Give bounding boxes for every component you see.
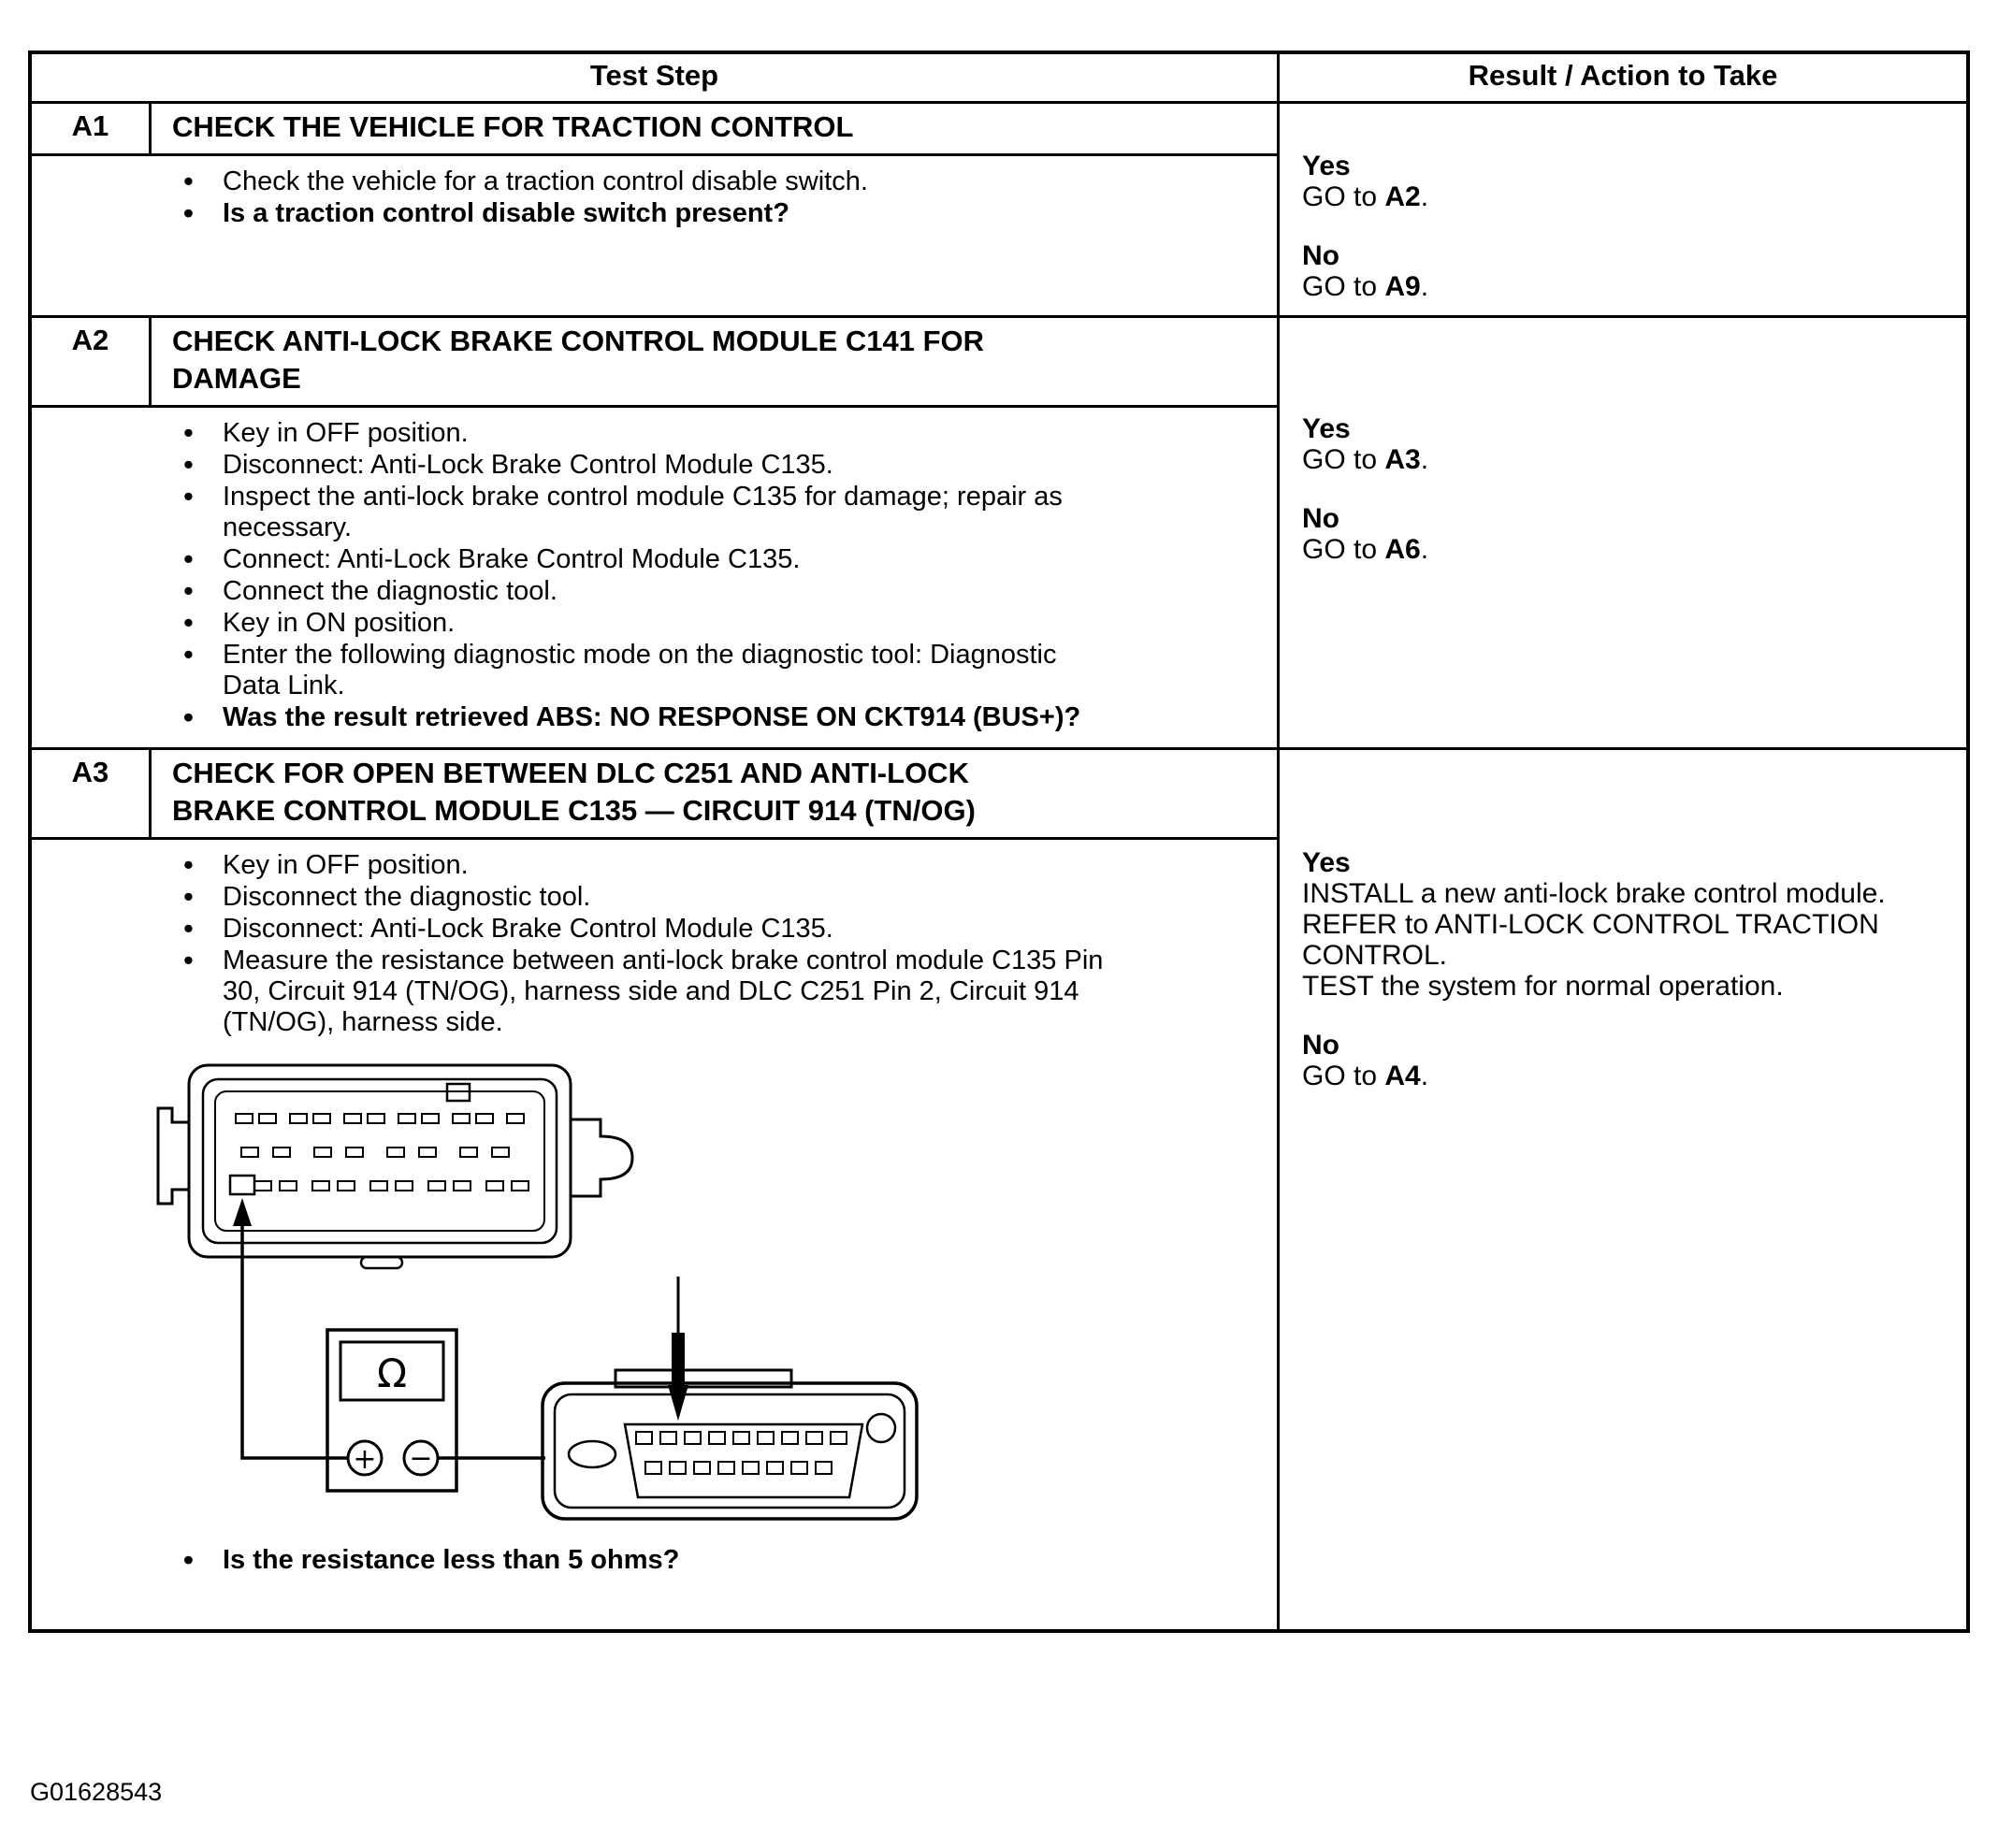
result-block: No GO to A4.	[1302, 1030, 1951, 1091]
instruction-item: Key in OFF position.	[180, 417, 1106, 449]
dlc-top-tab	[614, 1368, 793, 1389]
result-answer: Yes	[1302, 413, 1351, 444]
connector-mount-bracket	[156, 1106, 189, 1206]
instruction-item: Is the resistance less than 5 ohms?	[180, 1544, 1106, 1576]
ohm-symbol: Ω	[377, 1350, 407, 1396]
dlc-pins	[635, 1431, 847, 1475]
result-cell: Yes INSTALL a new anti-lock brake contro…	[1280, 750, 1966, 1629]
result-action: GO to A2.	[1302, 181, 1429, 212]
column-header-test-step: Test Step	[32, 54, 1280, 101]
ohm-display	[339, 1340, 445, 1402]
result-answer: No	[1302, 1030, 1339, 1061]
negative-terminal	[402, 1439, 440, 1477]
instruction-item: Measure the resistance between anti-lock…	[180, 945, 1106, 1038]
abs-module-connector-drawing	[156, 1063, 634, 1270]
instruction-item: Was the result retrieved ABS: NO RESPONS…	[180, 701, 1106, 733]
step-id: A1	[32, 104, 152, 153]
resistance-measurement-diagram: Ω + −	[150, 1054, 1258, 1545]
result-action: GO to A6.	[1302, 534, 1429, 565]
step-title-bar: A2 CHECK ANTI-LOCK BRAKE CONTROL MODULE …	[32, 318, 1277, 408]
test-step-cell: A1 CHECK THE VEHICLE FOR TRACTION CONTRO…	[32, 104, 1280, 315]
resistance-test-diagram-svg: Ω + −	[156, 1063, 919, 1521]
connector-keyway	[445, 1082, 471, 1103]
dlc-left-slot	[567, 1439, 617, 1469]
test-step-A3: A3 CHECK FOR OPEN BETWEEN DLC C251 AND A…	[32, 747, 1966, 1629]
probe-arrow-pin30-icon	[233, 1198, 252, 1226]
step-title: CHECK FOR OPEN BETWEEN DLC C251 AND ANTI…	[172, 757, 976, 827]
instruction-item: Inspect the anti-lock brake control modu…	[180, 481, 1106, 543]
step-body: Key in OFF position.Disconnect: Anti-Loc…	[32, 408, 1277, 747]
test-steps-container: A1 CHECK THE VEHICLE FOR TRACTION CONTRO…	[32, 104, 1966, 1629]
connector-pins	[235, 1113, 529, 1191]
multimeter-drawing: Ω + −	[326, 1328, 458, 1493]
test-step-A2: A2 CHECK ANTI-LOCK BRAKE CONTROL MODULE …	[32, 315, 1966, 747]
result-answer: Yes	[1302, 151, 1351, 181]
result-answer: Yes	[1302, 847, 1351, 878]
result-answer: No	[1302, 503, 1339, 534]
step-instruction-list: Key in OFF position.Disconnect the diagn…	[32, 849, 1258, 1039]
instruction-item: Key in OFF position.	[180, 849, 1106, 881]
result-cell: Yes GO to A3. No GO to A6.	[1280, 318, 1966, 747]
step-instruction-list: Check the vehicle for a traction control…	[32, 166, 1258, 230]
dlc-mounting-hole	[865, 1412, 897, 1444]
probe-body	[672, 1333, 685, 1387]
instruction-item: Disconnect the diagnostic tool.	[180, 881, 1106, 913]
instruction-item: Connect: Anti-Lock Brake Control Module …	[180, 543, 1106, 575]
result-action: INSTALL a new anti-lock brake control mo…	[1302, 878, 1886, 971]
result-action: GO to A4.	[1302, 1061, 1429, 1091]
minus-symbol: −	[409, 1442, 432, 1475]
result-action: GO to A9.	[1302, 271, 1429, 302]
result-block: No GO to A6.	[1302, 503, 1951, 565]
step-instruction-list: Is the resistance less than 5 ohms?	[32, 1544, 1258, 1616]
result-cell: Yes GO to A2. No GO to A9.	[1280, 104, 1966, 315]
positive-lead-wire	[240, 1224, 348, 1460]
test-step-A1: A1 CHECK THE VEHICLE FOR TRACTION CONTRO…	[32, 104, 1966, 315]
step-body: Check the vehicle for a traction control…	[32, 156, 1277, 315]
step-title-bar: A3 CHECK FOR OPEN BETWEEN DLC C251 AND A…	[32, 750, 1277, 840]
instruction-item: Connect the diagnostic tool.	[180, 575, 1106, 607]
result-answer: No	[1302, 240, 1339, 271]
diagnostic-test-table: Test Step Result / Action to Take A1 CHE…	[28, 51, 1970, 1633]
result-block: Yes INSTALL a new anti-lock brake contro…	[1302, 847, 1951, 1002]
dlc-connector-drawing	[541, 1368, 919, 1521]
table-header-row: Test Step Result / Action to Take	[32, 54, 1966, 104]
step-title: CHECK THE VEHICLE FOR TRACTION CONTROL	[172, 110, 854, 143]
result-block: Yes GO to A3.	[1302, 413, 1951, 475]
connector-side-lock-tab	[571, 1118, 634, 1198]
step-id: A3	[32, 750, 152, 837]
result-block: Yes GO to A2.	[1302, 151, 1951, 212]
result-action: TEST the system for normal operation.	[1302, 971, 1784, 1002]
connector-bottom-tab	[359, 1255, 404, 1270]
instruction-item: Enter the following diagnostic mode on t…	[180, 639, 1106, 701]
positive-terminal	[346, 1439, 384, 1477]
result-block: No GO to A9.	[1302, 240, 1951, 302]
instruction-item: Key in ON position.	[180, 607, 1106, 639]
dlc-pin-field	[623, 1422, 864, 1499]
step-id: A2	[32, 318, 152, 405]
instruction-item: Disconnect: Anti-Lock Brake Control Modu…	[180, 449, 1106, 481]
instruction-item: Check the vehicle for a traction control…	[180, 166, 1106, 197]
result-action: GO to A3.	[1302, 444, 1429, 475]
test-step-cell: A2 CHECK ANTI-LOCK BRAKE CONTROL MODULE …	[32, 318, 1280, 747]
plus-symbol: +	[353, 1443, 376, 1476]
column-header-result: Result / Action to Take	[1468, 59, 1778, 92]
step-body: Key in OFF position.Disconnect the diagn…	[32, 840, 1277, 1629]
step-title-bar: A1 CHECK THE VEHICLE FOR TRACTION CONTRO…	[32, 104, 1277, 156]
pin-30-highlight	[228, 1174, 256, 1196]
probe-into-dlc	[668, 1277, 688, 1421]
step-instruction-list: Key in OFF position.Disconnect: Anti-Loc…	[32, 417, 1258, 734]
step-title: CHECK ANTI-LOCK BRAKE CONTROL MODULE C14…	[172, 325, 985, 395]
probe-arrow-pin2-icon	[668, 1385, 688, 1421]
test-step-cell: A3 CHECK FOR OPEN BETWEEN DLC C251 AND A…	[32, 750, 1280, 1629]
figure-id: G01628543	[30, 1778, 163, 1806]
instruction-item: Disconnect: Anti-Lock Brake Control Modu…	[180, 913, 1106, 945]
instruction-item: Is a traction control disable switch pre…	[180, 197, 1106, 229]
